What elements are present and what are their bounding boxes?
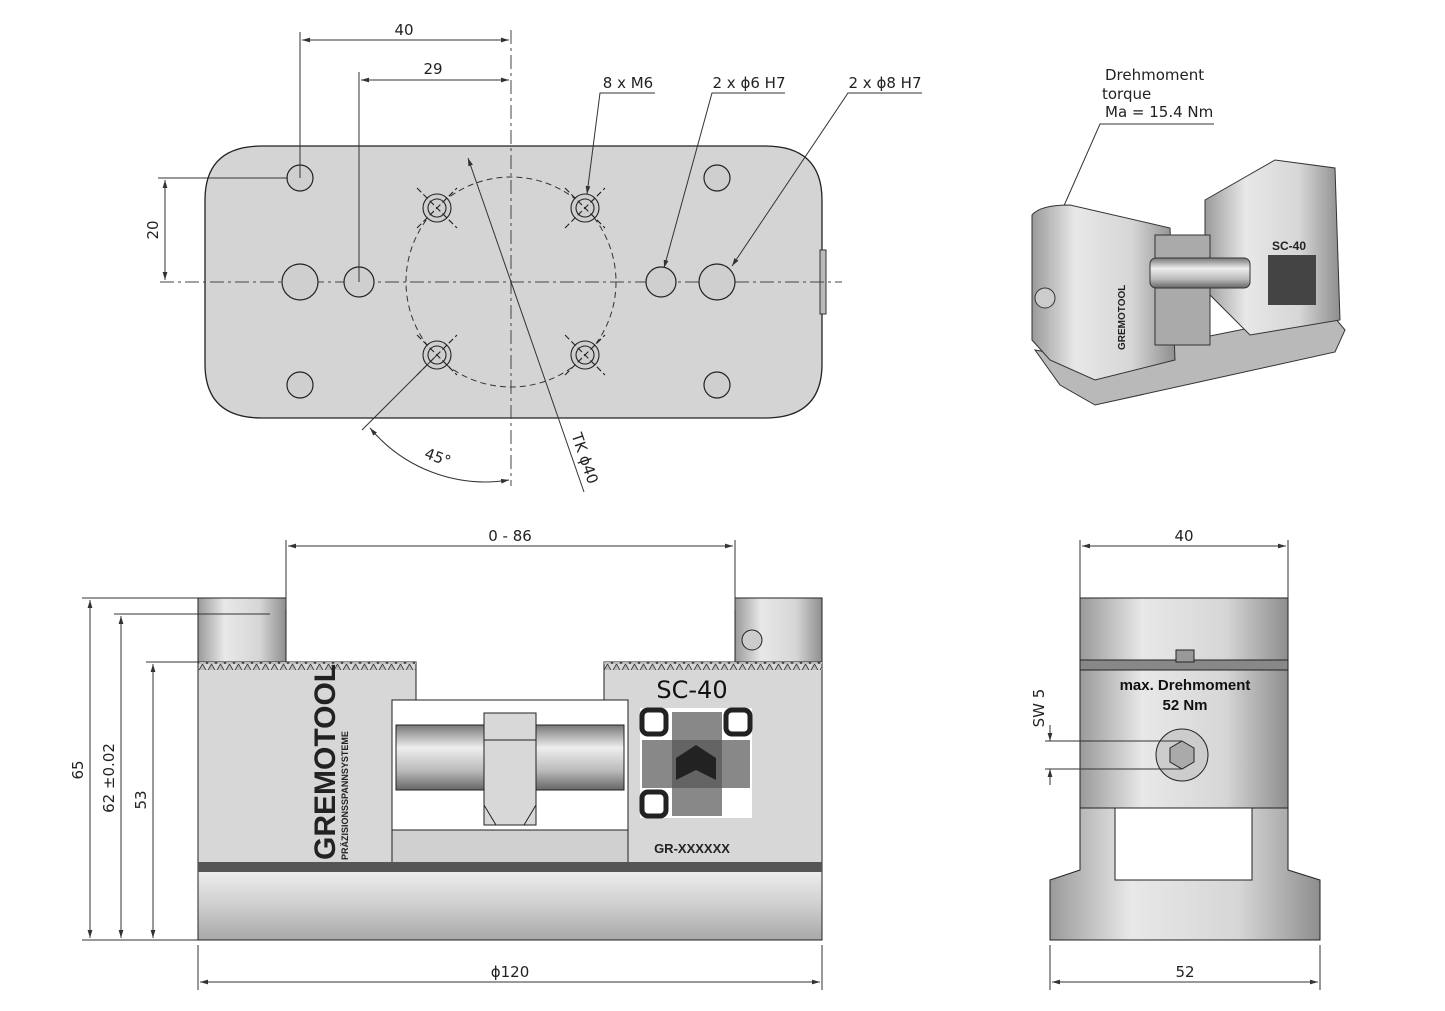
front-brand-sub: PRÄZISIONSSPANNSYSTEME — [340, 731, 350, 860]
qr-code — [639, 707, 753, 819]
label-m6: 8 x M6 — [603, 74, 653, 92]
dim-62: 62 ±0.02 — [100, 743, 118, 813]
top-view: 40 29 20 8 x M6 2 x ϕ6 H7 2 x ϕ8 H7 TK ϕ… — [144, 21, 922, 493]
dim-range: 0 - 86 — [488, 527, 532, 545]
iso-spindle — [1154, 234, 1211, 346]
dim-sw: SW 5 — [1030, 689, 1048, 728]
holes — [281, 164, 736, 399]
side-body — [1079, 669, 1289, 809]
dim-20: 20 — [144, 220, 162, 239]
side-dim-40: 40 — [1174, 527, 1193, 545]
label-angle: 45° — [422, 444, 453, 470]
angle-arc — [369, 427, 510, 484]
dim-65: 65 — [69, 760, 87, 779]
hole — [703, 164, 731, 192]
left-serration — [198, 662, 416, 670]
label-d8: 2 x ϕ8 H7 — [849, 74, 922, 92]
front-base — [197, 869, 823, 941]
iso-left-jaw — [1031, 204, 1176, 381]
torque-label-3: Ma = 15.4 Nm — [1105, 103, 1213, 121]
spindle-nut — [483, 712, 537, 826]
side-torque-2: 52 Nm — [1162, 697, 1207, 714]
front-model: SC-40 — [656, 676, 727, 704]
hole-d8 — [698, 263, 736, 301]
hole — [703, 371, 731, 399]
front-view: GREMOTOOL PRÄZISIONSSPANNSYSTEME SC-40 G… — [69, 527, 823, 990]
isometric-view: Drehmoment torque Ma = 15.4 Nm SC-40 GRE… — [1031, 66, 1346, 406]
side-dim-52: 52 — [1175, 963, 1194, 981]
side-view: max. Drehmoment 52 Nm SW 5 40 52 — [1030, 527, 1321, 990]
bolt-circle — [405, 176, 617, 388]
side-base — [1049, 807, 1321, 941]
iso-model: SC-40 — [1272, 239, 1306, 253]
dim-width: ϕ120 — [491, 963, 530, 981]
hole-d6 — [645, 266, 677, 298]
iso-qr-code — [1268, 255, 1316, 305]
dim-40: 40 — [394, 21, 413, 39]
side-torque-1: max. Drehmoment — [1120, 677, 1251, 694]
dim-53: 53 — [132, 790, 150, 809]
torque-label-2: torque — [1102, 85, 1151, 103]
dim-29: 29 — [423, 60, 442, 78]
front-serial: GR-XXXXXX — [654, 841, 730, 856]
hole-d8 — [281, 263, 319, 301]
torque-label-1: Drehmoment — [1105, 66, 1204, 84]
hole — [286, 371, 314, 399]
left-jaw-body — [197, 661, 417, 871]
label-d6: 2 x ϕ6 H7 — [713, 74, 786, 92]
right-serration — [604, 662, 822, 670]
front-brand: GREMOTOOL — [309, 664, 342, 860]
iso-brand: GREMOTOOL — [1117, 285, 1128, 350]
front-shadow-line — [198, 862, 822, 872]
